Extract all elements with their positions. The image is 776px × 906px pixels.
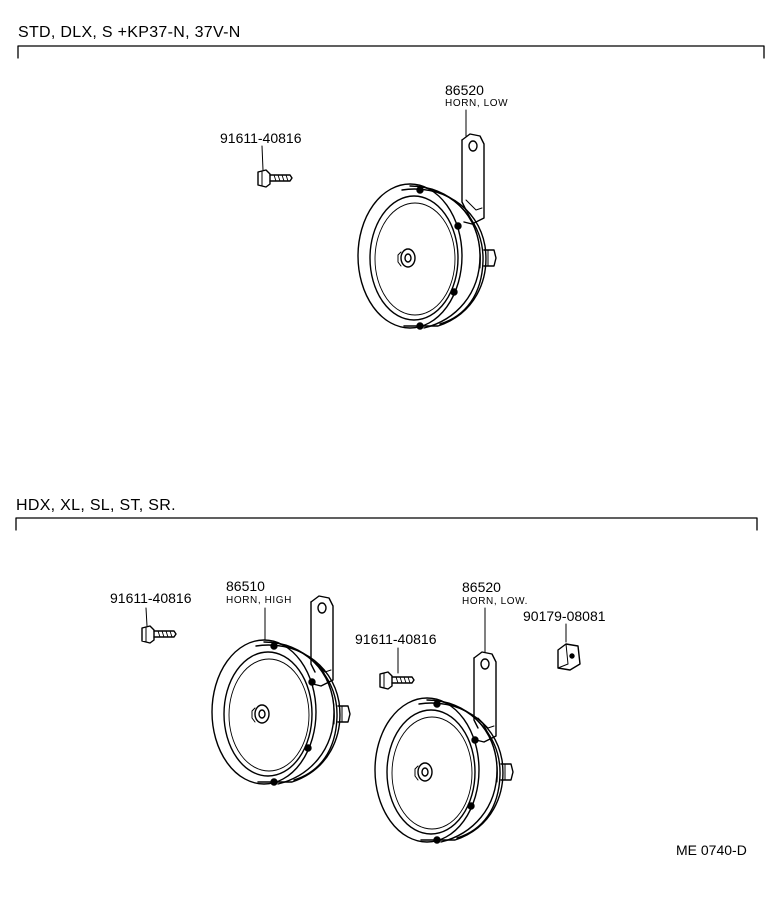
part-number-bracket[interactable]: 90179-08081 xyxy=(523,608,606,624)
part-number-bolt-1[interactable]: 91611-40816 xyxy=(220,130,302,146)
bracket-clip-drawing xyxy=(557,643,581,671)
part-number-horn-low-2[interactable]: 86520 xyxy=(462,579,501,595)
part-number-bolt-3[interactable]: 91611-40816 xyxy=(355,631,437,647)
horn-high-drawing xyxy=(211,595,351,786)
leader-bolt-1 xyxy=(261,145,264,171)
bolt-3-drawing xyxy=(379,671,415,690)
section-1-rule xyxy=(17,45,765,59)
horn-low-2-drawing xyxy=(374,651,514,844)
section-1-header: STD, DLX, S +KP37-N, 37V-N xyxy=(18,24,241,41)
part-name-horn-high: HORN, HIGH xyxy=(226,595,292,606)
part-number-horn-low-1[interactable]: 86520 xyxy=(445,82,484,98)
drawing-reference: ME 0740-D xyxy=(676,842,747,858)
part-name-horn-low-1: HORN, LOW xyxy=(445,98,509,109)
section-2-header: HDX, XL, SL, ST, SR. xyxy=(16,497,176,514)
bolt-1-drawing xyxy=(257,169,293,188)
horn-low-1-drawing xyxy=(357,133,497,330)
part-name-horn-low-2: HORN, LOW. xyxy=(462,596,529,607)
bolt-2-drawing xyxy=(141,625,177,644)
leader-bolt-2 xyxy=(145,607,148,627)
part-number-horn-high[interactable]: 86510 xyxy=(226,578,265,594)
part-number-bolt-2[interactable]: 91611-40816 xyxy=(110,590,192,606)
section-2-rule xyxy=(15,517,758,531)
